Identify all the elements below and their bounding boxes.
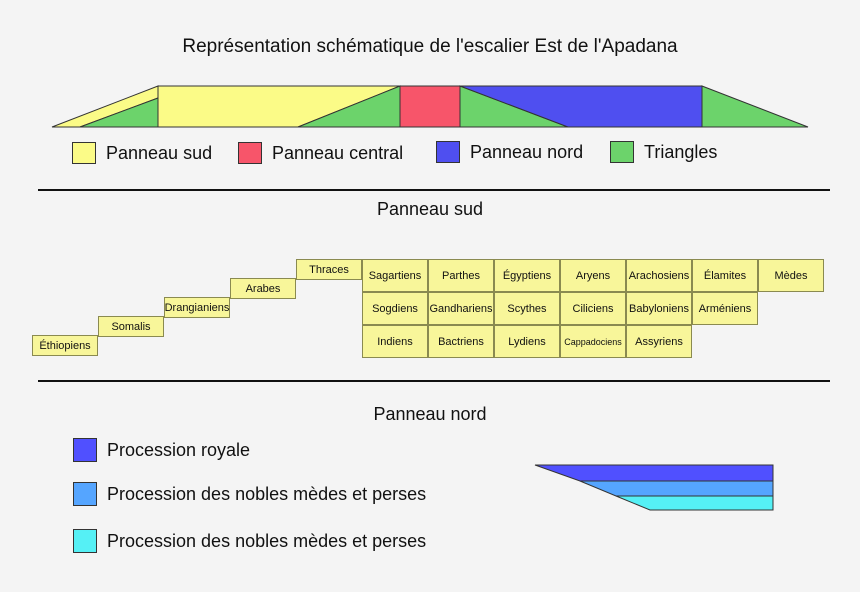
people-cell: Babyloniens xyxy=(626,292,692,325)
people-cell: Arachosiens xyxy=(626,259,692,292)
divider xyxy=(38,189,830,191)
legend-label: Panneau central xyxy=(272,142,404,163)
people-cell: Gandhariens xyxy=(428,292,494,325)
stair-cell: Éthiopiens xyxy=(32,335,98,356)
people-cell: Lydiens xyxy=(494,325,560,358)
legend-item-panneau-sud: Panneau sud xyxy=(72,142,212,164)
procession-royale-band xyxy=(534,464,774,482)
people-cell: Ciliciens xyxy=(560,292,626,325)
legend-label: Panneau nord xyxy=(470,141,584,162)
people-cell: Parthes xyxy=(428,259,494,292)
south-panel-title: Panneau sud xyxy=(376,199,484,219)
stair-cell: Somalis xyxy=(98,316,164,337)
procession-perses-band xyxy=(615,495,774,511)
diagram-title: Représentation schématique de l'escalier… xyxy=(182,36,678,57)
yellow-square-icon xyxy=(72,142,96,164)
blue-square-icon xyxy=(436,141,460,163)
central-panel-block xyxy=(399,85,461,128)
people-cell: Scythes xyxy=(494,292,560,325)
procession-medes-band xyxy=(579,480,774,497)
people-cell: Élamites xyxy=(692,259,758,292)
cyan-square-icon xyxy=(73,529,97,553)
legend-item-panneau-nord: Panneau nord xyxy=(436,141,583,163)
right-green-triangle xyxy=(701,85,809,128)
people-cell: Mèdes xyxy=(758,259,824,292)
people-cell: Indiens xyxy=(362,325,428,358)
north-legend-label: Procession des nobles mèdes et perses xyxy=(107,530,427,551)
legend-item-triangles: Triangles xyxy=(610,141,717,163)
north-legend-item: Procession des nobles mèdes et perses xyxy=(73,482,426,506)
stair-cell: Arabes xyxy=(230,278,296,299)
north-panel-title: Panneau nord xyxy=(373,404,487,424)
north-procession-diagram xyxy=(534,464,774,511)
north-legend-item: Procession royale xyxy=(73,438,250,462)
north-legend-label: Procession royale xyxy=(107,439,251,460)
light-blue-square-icon xyxy=(73,482,97,506)
blue-square-icon xyxy=(73,438,97,462)
people-cell: Bactriens xyxy=(428,325,494,358)
staircase-schematic xyxy=(51,85,809,128)
north-legend-label: Procession des nobles mèdes et perses xyxy=(107,483,427,504)
red-square-icon xyxy=(238,142,262,164)
people-cell: Cappadociens xyxy=(560,325,626,358)
people-cell: Sogdiens xyxy=(362,292,428,325)
stair-cell: Drangianiens xyxy=(164,297,230,318)
divider xyxy=(38,380,830,382)
stair-cell: Thraces xyxy=(296,259,362,280)
people-cell: Arméniens xyxy=(692,292,758,325)
legend-label: Panneau sud xyxy=(106,142,213,163)
green-square-icon xyxy=(610,141,634,163)
people-cell: Aryens xyxy=(560,259,626,292)
north-legend-item: Procession des nobles mèdes et perses xyxy=(73,529,426,553)
people-cell: Sagartiens xyxy=(362,259,428,292)
legend-label: Triangles xyxy=(644,141,718,162)
people-cell: Assyriens xyxy=(626,325,692,358)
people-cell: Égyptiens xyxy=(494,259,560,292)
legend-item-panneau-central: Panneau central xyxy=(238,142,403,164)
